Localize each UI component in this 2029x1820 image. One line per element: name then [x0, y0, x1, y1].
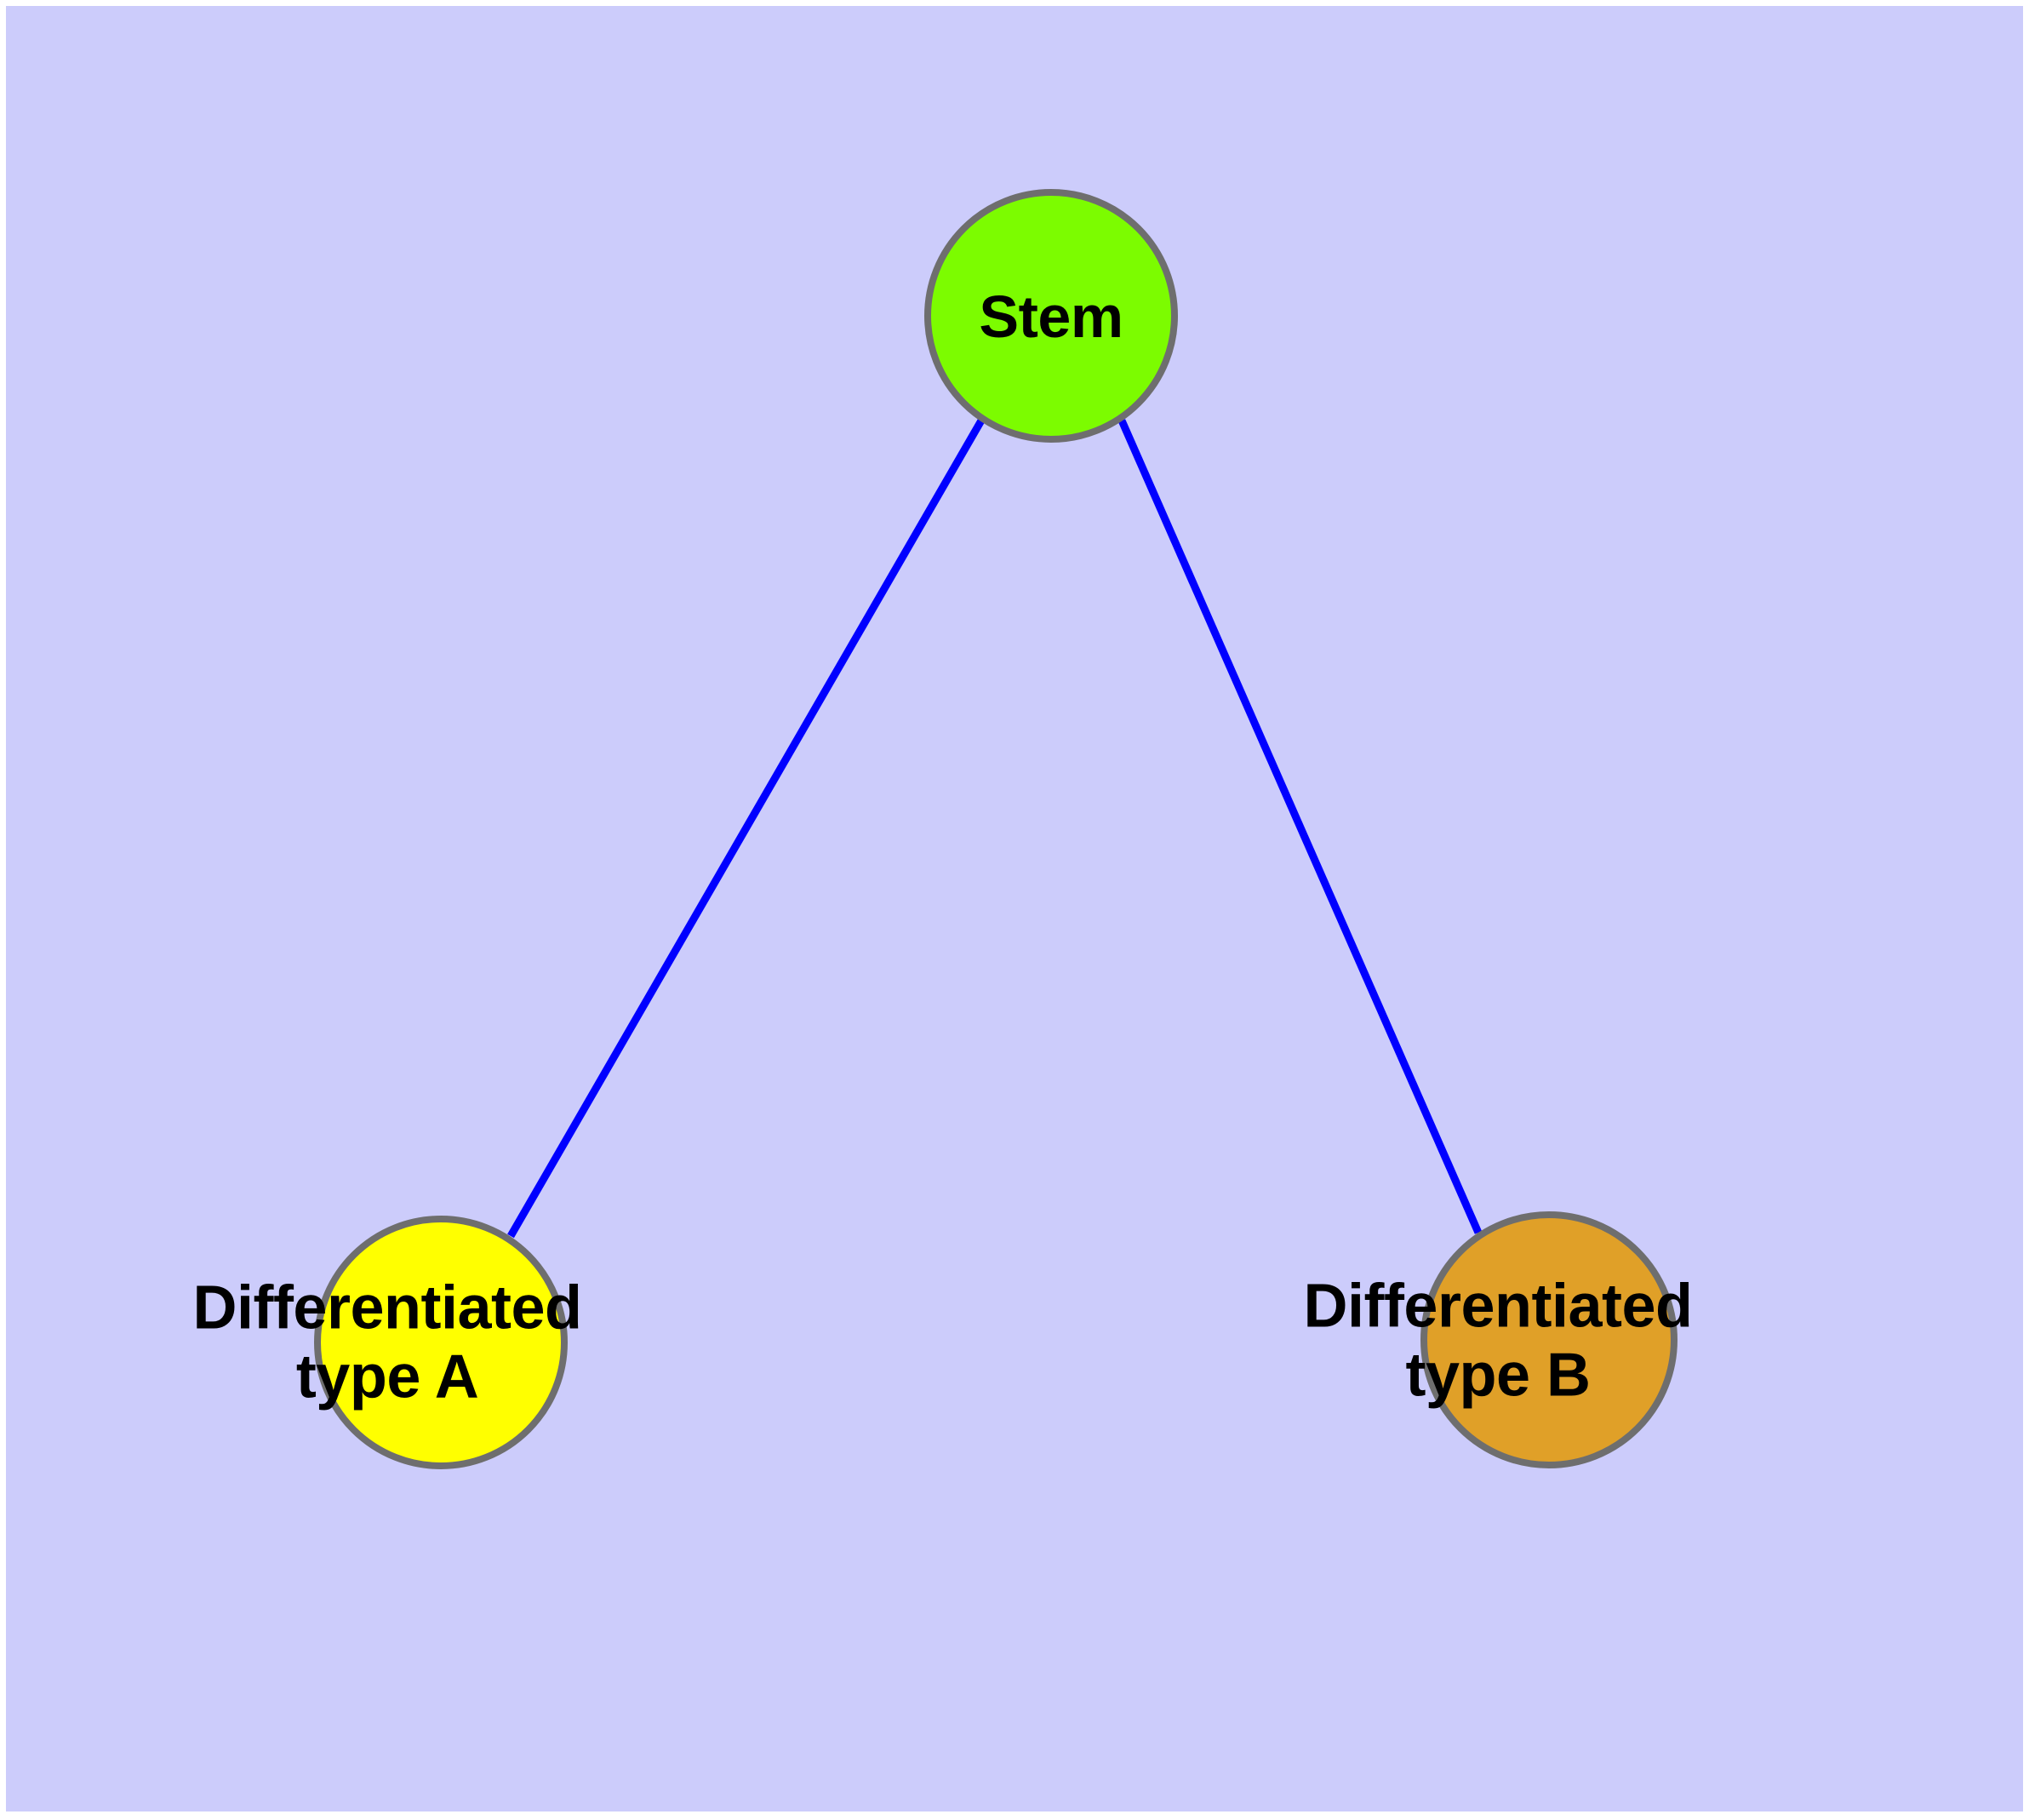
edge-stem-to-differentiated-type-b — [1117, 419, 1483, 1234]
node-stem[interactable] — [924, 189, 1178, 443]
node-differentiated-type-a[interactable] — [314, 1216, 568, 1469]
node-differentiated-type-b[interactable] — [1420, 1211, 1677, 1468]
edge-stem-to-differentiated-type-a — [507, 418, 985, 1239]
